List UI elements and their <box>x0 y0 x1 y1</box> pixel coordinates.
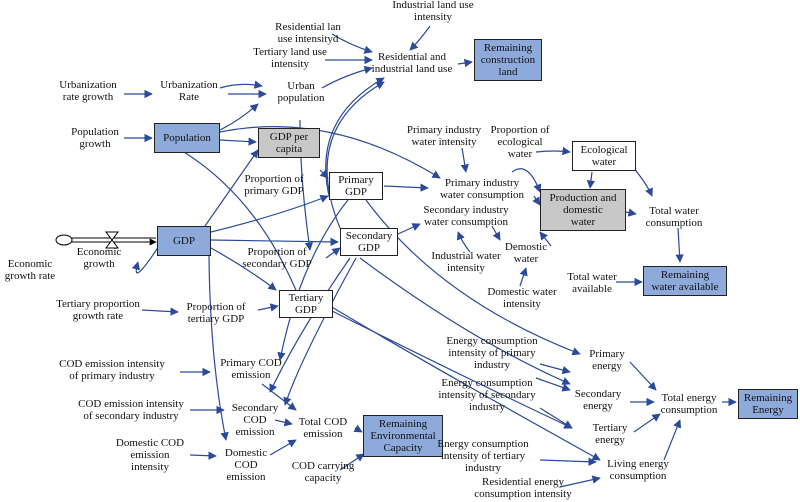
causal-arrow <box>539 231 552 247</box>
causal-arrow <box>532 195 541 206</box>
causal-arrow <box>633 413 661 433</box>
causal-arrow <box>457 58 473 68</box>
arrows <box>124 25 737 488</box>
secondary-gdp-stock[interactable]: Secondary GDP <box>340 228 398 256</box>
causal-arrow <box>511 168 542 193</box>
causal-arrow <box>210 247 277 291</box>
causal-arrow <box>141 307 179 316</box>
remaining-water-available-stock[interactable]: Remaining water available <box>643 266 727 296</box>
causal-arrow <box>319 299 601 461</box>
causal-arrow <box>283 257 357 406</box>
causal-arrow <box>331 33 373 54</box>
causal-arrow <box>625 208 637 217</box>
causal-arrow <box>183 151 302 301</box>
causal-arrow <box>409 25 431 51</box>
remaining-construction-land-stock[interactable]: Remaining construction land <box>474 39 542 81</box>
causal-arrow <box>261 383 297 411</box>
causal-arrow <box>675 227 684 263</box>
causal-arrow <box>383 183 429 192</box>
causal-arrow <box>210 194 329 233</box>
ecological-water-stock[interactable]: Ecological water <box>572 141 636 171</box>
causal-arrow <box>559 475 601 488</box>
cloud-source-icon <box>55 234 73 246</box>
economic-growth-flow <box>55 231 157 249</box>
causal-arrow <box>204 149 259 227</box>
causal-arrow <box>257 303 279 312</box>
causal-arrow <box>269 257 351 393</box>
tertiary-gdp-stock[interactable]: Tertiary GDP <box>279 290 333 318</box>
remaining-energy-stock[interactable]: Remaining Energy <box>738 389 798 419</box>
causal-arrow <box>535 377 571 392</box>
causal-arrow <box>519 267 528 287</box>
causal-arrow <box>219 80 263 89</box>
remaining-environmental-capacity-stock[interactable]: Remaining Environmental Capacity <box>363 415 443 457</box>
causal-arrow <box>397 223 421 235</box>
valve-icon <box>105 231 119 249</box>
causal-arrow <box>365 199 581 356</box>
causal-arrow <box>456 231 471 253</box>
causal-arrow <box>359 257 571 385</box>
causal-arrow <box>131 245 160 274</box>
causal-arrow <box>189 451 217 460</box>
causal-arrow <box>321 65 373 89</box>
causal-arrow <box>219 137 257 146</box>
causal-arrow <box>535 146 571 156</box>
causal-arrow <box>329 309 573 429</box>
causal-arrow <box>491 225 501 241</box>
population-stock[interactable]: Population <box>154 123 220 153</box>
causal-arrow <box>325 77 385 201</box>
gdp-per-capita-stock[interactable]: GDP per capita <box>258 128 320 158</box>
causal-arrow <box>339 453 365 471</box>
causal-arrow <box>539 457 597 466</box>
causal-arrow <box>208 255 229 441</box>
causal-arrow <box>219 126 441 179</box>
production-domestic-water-stock[interactable]: Production and domestic water <box>540 189 626 231</box>
causal-arrow <box>586 171 596 189</box>
causal-arrow <box>219 103 259 131</box>
gdp-stock[interactable]: GDP <box>157 226 211 256</box>
causal-arrow <box>269 439 297 456</box>
causal-arrow <box>325 247 341 259</box>
causal-arrow <box>539 407 573 429</box>
causal-arrow <box>353 424 363 433</box>
causal-arrow <box>274 418 293 427</box>
primary-gdp-stock[interactable]: Primary GDP <box>329 172 383 200</box>
causal-arrow <box>539 363 571 375</box>
causal-arrow <box>277 199 349 361</box>
causal-arrow <box>629 361 657 391</box>
causal-arrow <box>210 237 339 247</box>
causal-arrow <box>663 419 682 461</box>
causal-arrow <box>460 147 469 173</box>
causal-arrow <box>326 81 385 229</box>
